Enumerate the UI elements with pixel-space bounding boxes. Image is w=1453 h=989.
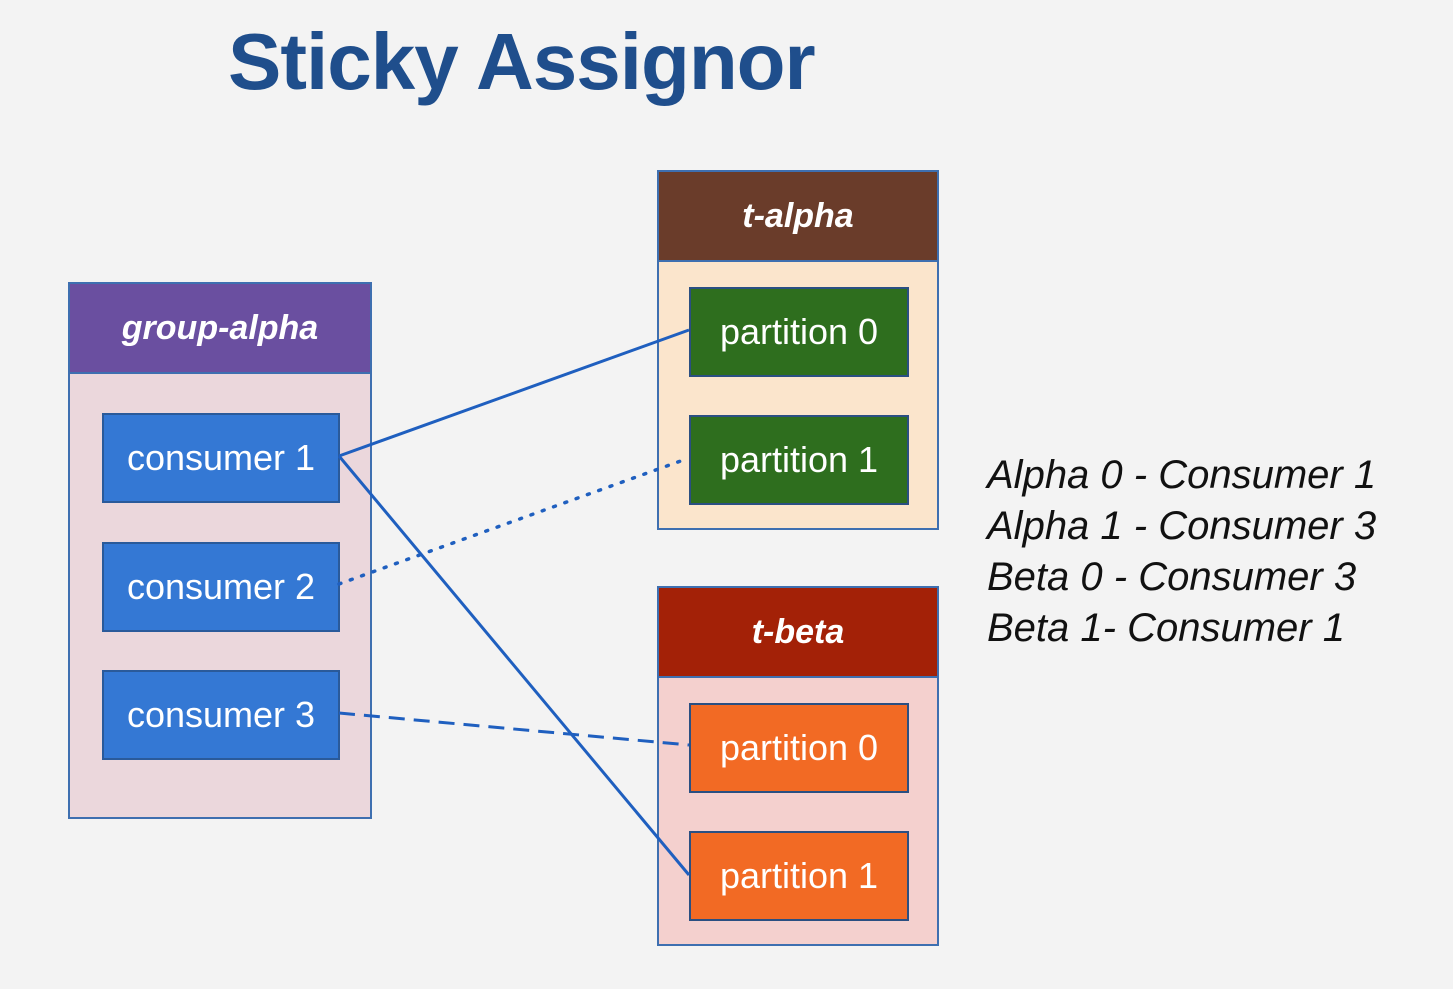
assignment-alpha-0: Alpha 0 - Consumer 1 xyxy=(987,453,1377,497)
t-beta-partition-1-box: partition 1 xyxy=(689,831,909,921)
t-alpha-partition-1-box: partition 1 xyxy=(689,415,909,505)
t-alpha-partition-0-box: partition 0 xyxy=(689,287,909,377)
topic-t-alpha-panel: t-alpha partition 0 partition 1 xyxy=(657,170,939,530)
connector-consumer1-t-alpha-p0 xyxy=(338,328,690,458)
topic-t-alpha-header: t-alpha xyxy=(659,172,937,262)
consumer-group-header: group-alpha xyxy=(70,284,370,374)
consumer-3-box: consumer 3 xyxy=(102,670,340,760)
consumer-group-panel: group-alpha consumer 1 consumer 2 consum… xyxy=(68,282,372,819)
assignment-alpha-1: Alpha 1 - Consumer 3 xyxy=(987,504,1377,548)
assignment-beta-0: Beta 0 - Consumer 3 xyxy=(987,555,1357,599)
connector-consumer3-t-beta-p0 xyxy=(338,711,690,747)
connector-consumer2-t-alpha-p1 xyxy=(337,456,691,586)
topic-t-beta-header: t-beta xyxy=(659,588,937,678)
topic-t-beta-panel: t-beta partition 0 partition 1 xyxy=(657,586,939,946)
t-beta-partition-0-box: partition 0 xyxy=(689,703,909,793)
page-title: Sticky Assignor xyxy=(228,17,816,106)
consumer-2-box: consumer 2 xyxy=(102,542,340,632)
connector-consumer1-t-beta-p1 xyxy=(337,455,691,876)
assignment-list: Alpha 0 - Consumer 1 Alpha 1 - Consumer … xyxy=(987,450,1376,654)
assignment-beta-1: Beta 1- Consumer 1 xyxy=(987,606,1345,650)
consumer-1-box: consumer 1 xyxy=(102,413,340,503)
